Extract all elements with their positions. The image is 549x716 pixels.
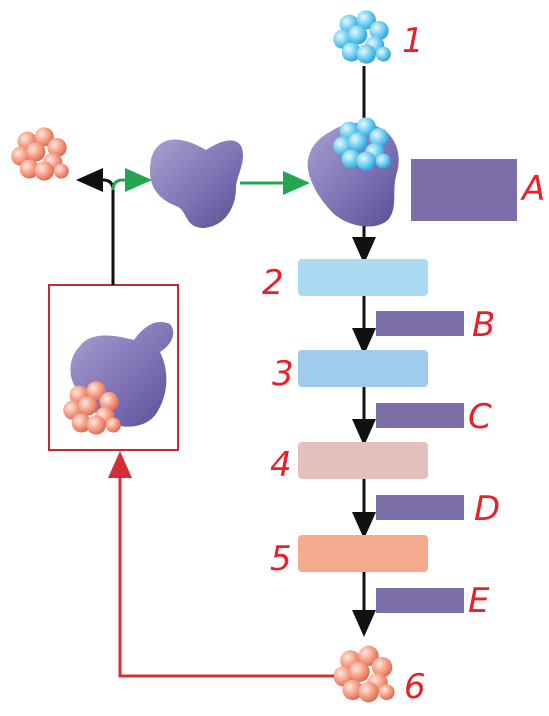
substrate-molecule-blue bbox=[333, 10, 391, 64]
pathway-step-5 bbox=[298, 535, 428, 572]
inhibited-enzyme bbox=[63, 321, 174, 435]
box-label-a: A bbox=[520, 169, 545, 209]
label-box-a bbox=[411, 159, 517, 221]
step-label-6: 6 bbox=[404, 667, 426, 707]
label-box-d bbox=[376, 495, 464, 520]
step-label-1: 1 bbox=[402, 21, 424, 61]
pathway-step-2 bbox=[298, 259, 428, 296]
label-box-b bbox=[376, 311, 464, 336]
free-enzyme bbox=[150, 139, 243, 228]
box-label-b: B bbox=[472, 305, 495, 345]
step-label-3: 3 bbox=[272, 354, 294, 394]
active-enzyme-with-substrate bbox=[307, 117, 399, 227]
pathway-step-4 bbox=[298, 442, 428, 479]
box-label-c: C bbox=[468, 397, 492, 437]
label-box-c bbox=[376, 403, 464, 428]
step-label-4: 4 bbox=[270, 445, 292, 485]
box-label-e: E bbox=[468, 581, 490, 621]
label-box-e bbox=[376, 588, 464, 613]
end-product-molecule bbox=[333, 645, 395, 703]
activation-arrow-1 bbox=[111, 168, 152, 192]
box-label-d: D bbox=[474, 489, 500, 529]
release-arrow bbox=[76, 168, 115, 285]
step-label-2: 2 bbox=[262, 263, 284, 303]
released-product-molecule bbox=[11, 127, 69, 181]
pathway-step-3 bbox=[298, 350, 428, 387]
step-label-5: 5 bbox=[270, 539, 292, 579]
feedback-inhibition-arrow bbox=[108, 451, 334, 678]
